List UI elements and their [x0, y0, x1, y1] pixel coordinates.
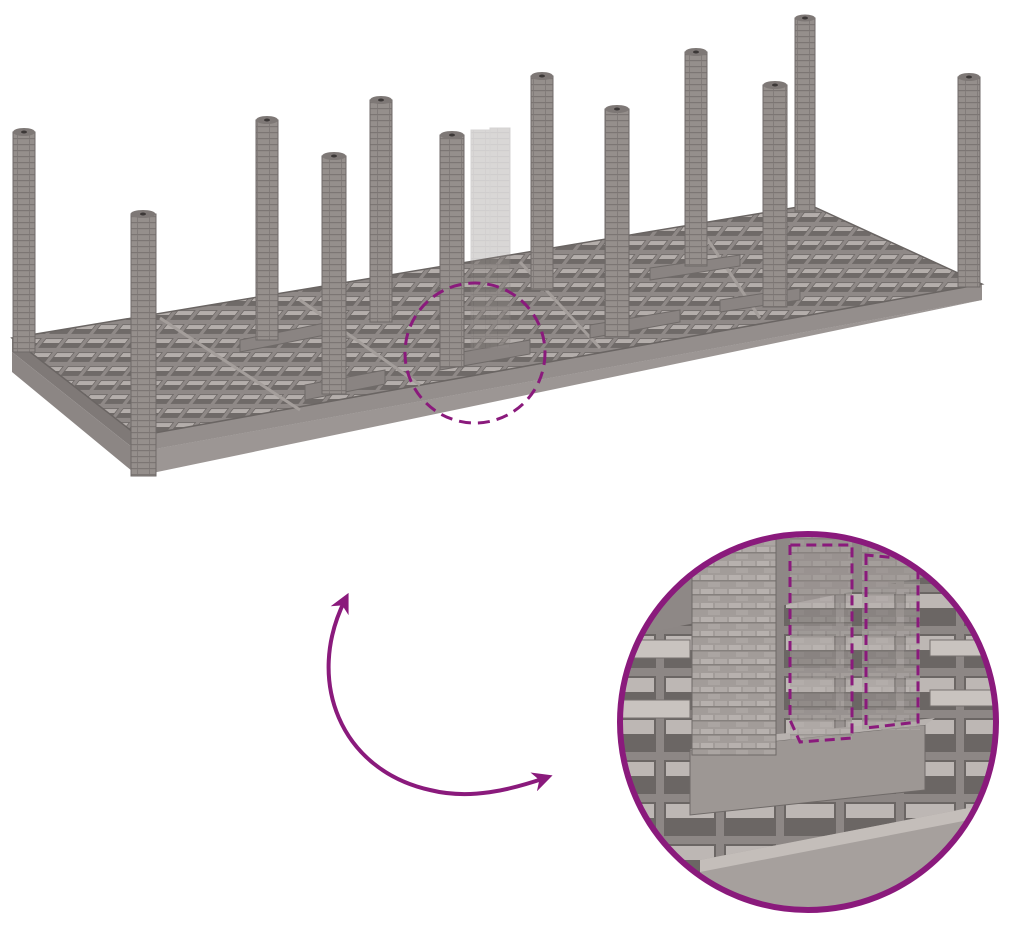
- detail-frame: [617, 531, 999, 913]
- curved-arrow-icon: [326, 592, 553, 797]
- ghost-post: [470, 127, 511, 351]
- magnified-detail: [617, 531, 999, 913]
- post: [957, 73, 981, 288]
- post: [684, 48, 708, 267]
- callout-highlight-icon: [403, 281, 547, 425]
- post: [369, 96, 393, 323]
- post: [762, 81, 788, 308]
- post: [530, 72, 554, 291]
- post: [12, 128, 36, 353]
- post: [794, 14, 816, 213]
- post: [130, 210, 157, 477]
- posts: [12, 14, 981, 477]
- post: [321, 152, 347, 395]
- post: [255, 116, 279, 341]
- post: [439, 131, 465, 368]
- post: [604, 105, 630, 338]
